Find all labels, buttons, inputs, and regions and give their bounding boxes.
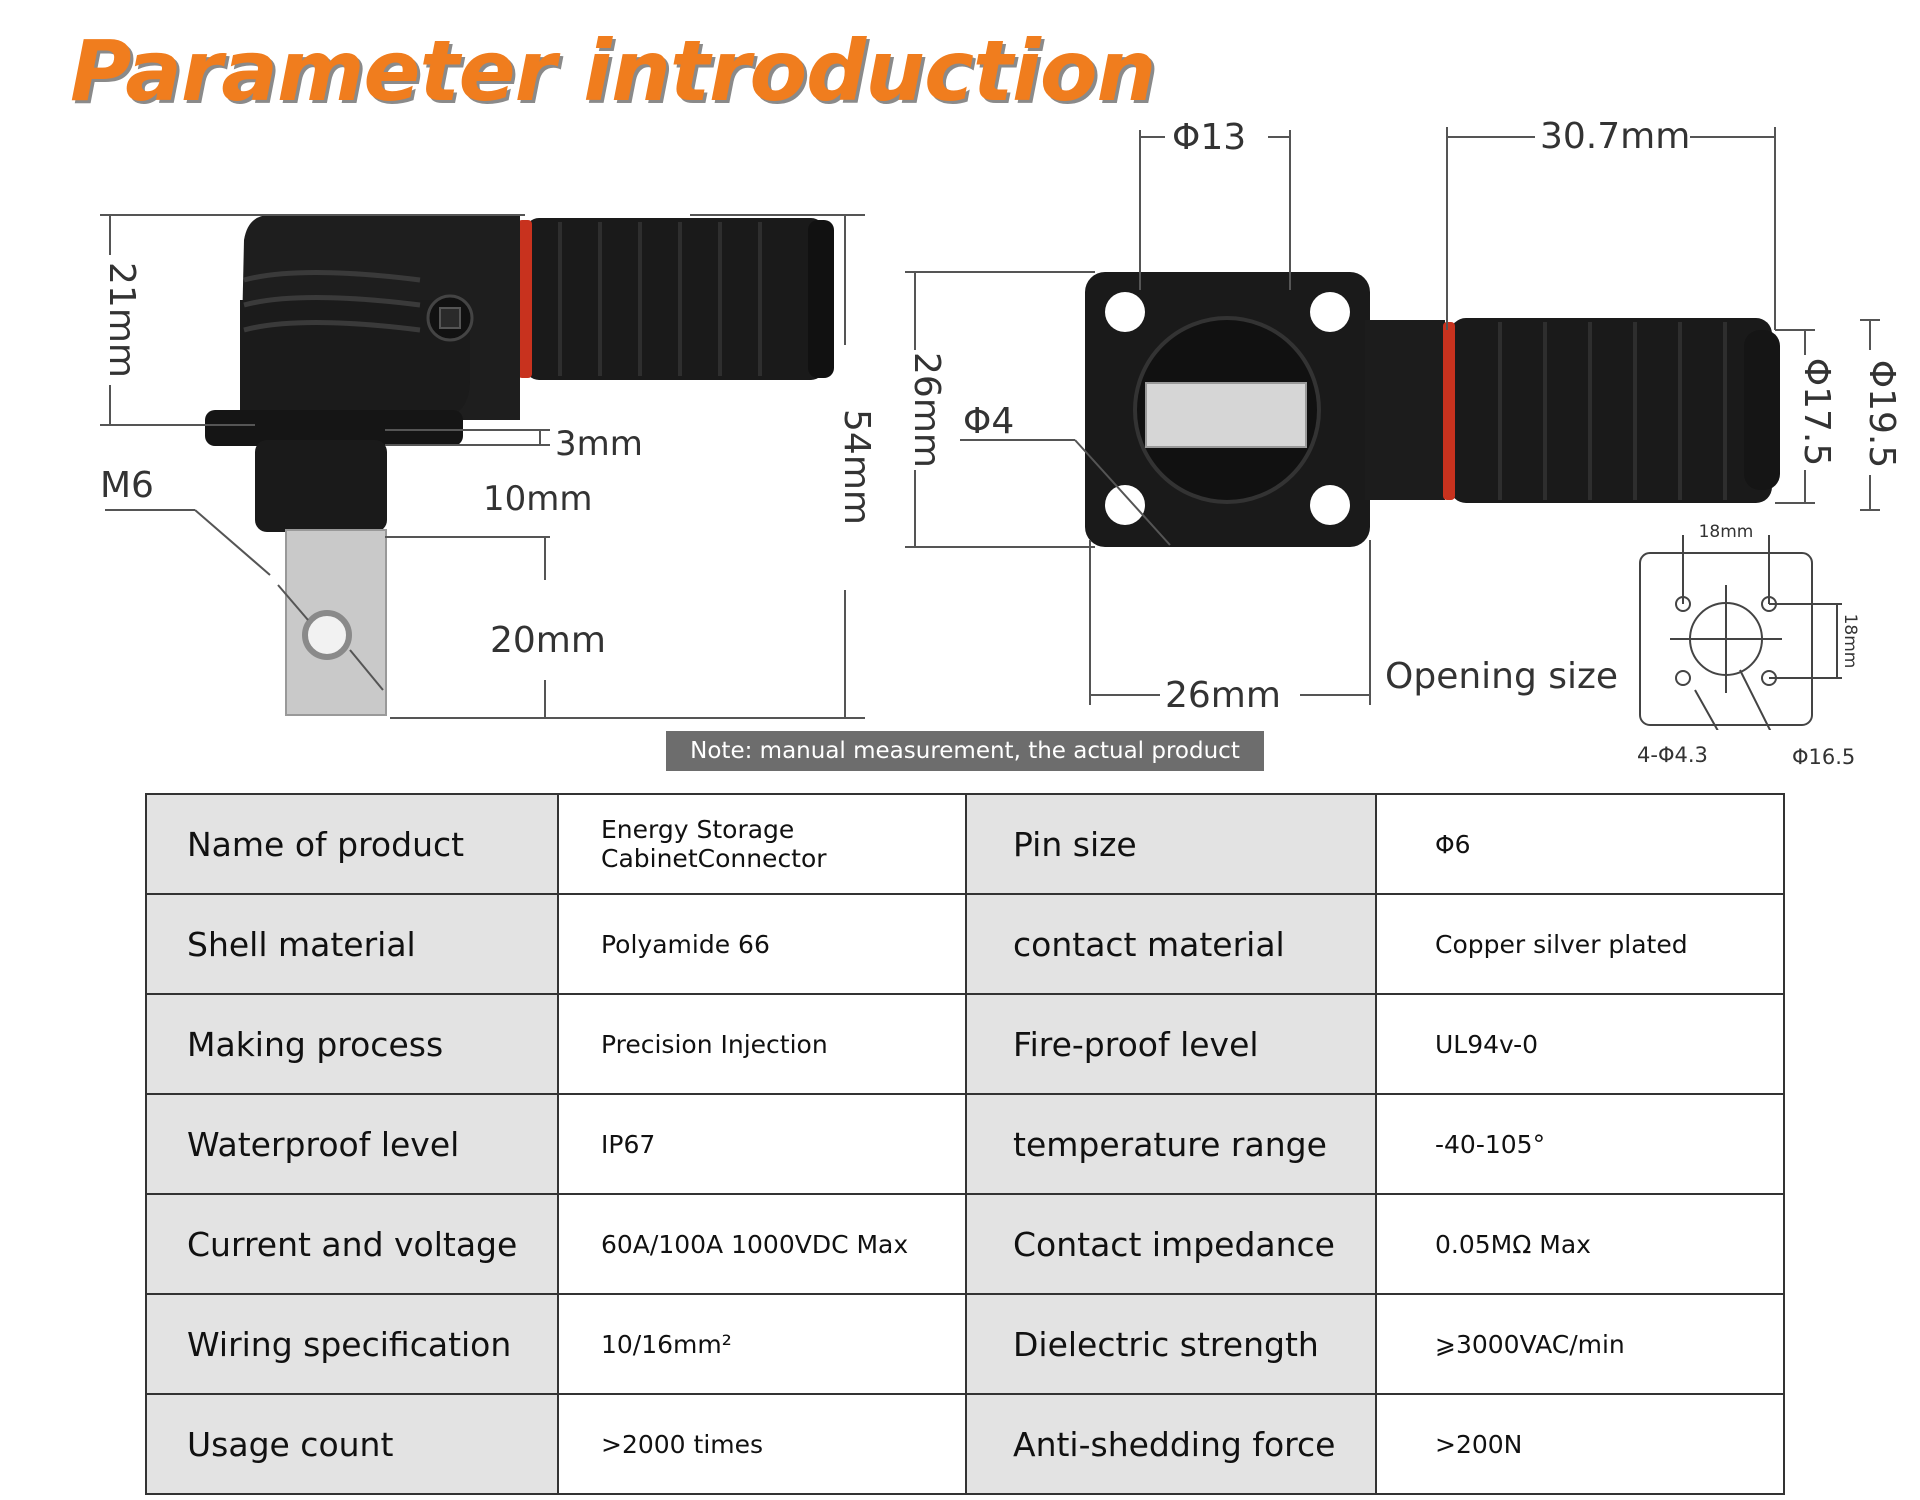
opening-size-label: Opening size <box>1385 656 1618 697</box>
opening-size-diagram <box>1639 535 1842 730</box>
page-title: Parameter introduction <box>70 22 1156 120</box>
spec-label: Fire-proof level <box>965 993 1377 1095</box>
left-connector-drawing <box>205 215 834 716</box>
spec-value: >200N <box>1375 1393 1785 1495</box>
spec-value: 60A/100A 1000VDC Max <box>557 1193 967 1295</box>
spec-value: >2000 times <box>557 1393 967 1495</box>
spec-value: ⩾3000VAC/min <box>1375 1293 1785 1395</box>
dim-20mm: 20mm <box>490 620 606 661</box>
opening-top-dim: 18mm <box>1699 522 1754 542</box>
spec-value: Φ6 <box>1375 793 1785 895</box>
spec-label: Current and voltage <box>145 1193 559 1295</box>
dim-26mm-horizontal: 26mm <box>1165 675 1281 716</box>
dim-phi19-5: Φ19.5 <box>1861 360 1902 469</box>
spec-label: Anti-shedding force <box>965 1393 1377 1495</box>
spec-value: UL94v-0 <box>1375 993 1785 1095</box>
opening-side-dim: 18mm <box>1840 614 1860 669</box>
measurement-note: Note: manual measurement, the actual pro… <box>666 731 1264 804</box>
spec-label: Usage count <box>145 1393 559 1495</box>
spec-label: Dielectric strength <box>965 1293 1377 1395</box>
spec-label: Waterproof level <box>145 1093 559 1195</box>
dim-m6: M6 <box>100 465 154 506</box>
spec-label: Contact impedance <box>965 1193 1377 1295</box>
dim-3mm: 3mm <box>555 424 643 464</box>
spec-label: Making process <box>145 993 559 1095</box>
technical-drawing: 21mm 54mm 3mm 10mm 20mm M6 <box>100 116 1902 730</box>
spec-value: IP67 <box>557 1093 967 1195</box>
dim-phi4: Φ4 <box>963 401 1014 442</box>
right-connector-drawing <box>1085 272 1780 547</box>
dim-phi13: Φ13 <box>1172 117 1246 158</box>
spec-label: contact material <box>965 893 1377 995</box>
spec-value: 10/16mm² <box>557 1293 967 1395</box>
opening-center-label: Φ16.5 <box>1792 745 1856 769</box>
dim-21mm: 21mm <box>101 262 142 378</box>
spec-label: Shell material <box>145 893 559 995</box>
spec-label: temperature range <box>965 1093 1377 1195</box>
spec-value: Polyamide 66 <box>557 893 967 995</box>
spec-value: Copper silver plated <box>1375 893 1785 995</box>
dim-30-7mm: 30.7mm <box>1540 116 1690 157</box>
dim-54mm: 54mm <box>836 409 877 525</box>
dim-phi17-5: Φ17.5 <box>1796 358 1837 467</box>
spec-value: Energy Storage CabinetConnector <box>557 793 967 895</box>
opening-holes-label: 4-Φ4.3 <box>1637 743 1708 767</box>
spec-value: Precision Injection <box>557 993 967 1095</box>
dim-10mm: 10mm <box>483 479 593 519</box>
dim-26mm-vertical: 26mm <box>906 352 947 468</box>
spec-label: Wiring specification <box>145 1293 559 1395</box>
spec-label: Name of product <box>145 793 559 895</box>
spec-label: Pin size <box>965 793 1377 895</box>
spec-value: -40-105° <box>1375 1093 1785 1195</box>
spec-value: 0.05MΩ Max <box>1375 1193 1785 1295</box>
